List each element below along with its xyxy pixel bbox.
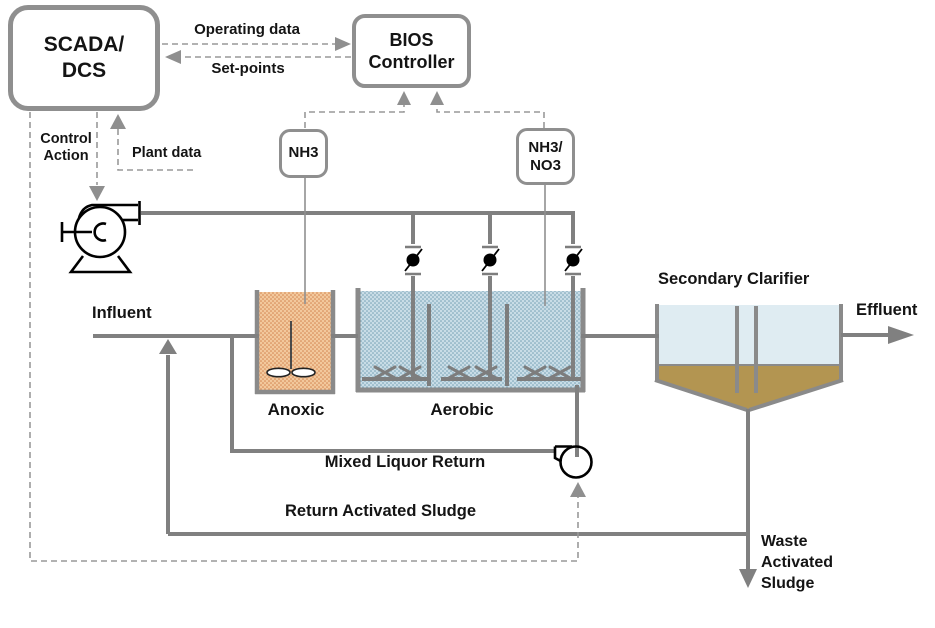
set-points-arrowhead <box>165 50 181 64</box>
mlr-pump-icon <box>553 385 593 479</box>
scada-dcs-box: SCADA/ DCS <box>8 5 160 111</box>
nh3no3-signal-arrowhead <box>430 91 444 105</box>
air-header-pipe <box>141 211 575 379</box>
blower-control-arrowhead <box>89 186 105 201</box>
mixed-liquor-return-label: Mixed Liquor Return <box>324 453 486 471</box>
influent-label: Influent <box>92 304 152 322</box>
operating-data-arrowhead <box>335 37 351 51</box>
nh3-signal-line <box>304 104 405 128</box>
operating-data-label: Operating data <box>194 21 300 38</box>
nh3no3-signal-line <box>436 104 545 128</box>
waste-activated-sludge-label: Waste Activated Sludge <box>761 533 834 592</box>
plant-data-label: Plant data <box>132 145 202 161</box>
anoxic-tank-label: Anoxic <box>267 400 325 419</box>
control-action-label: Control Action <box>40 131 92 165</box>
was-pipe <box>739 409 757 588</box>
aerobic-baffles <box>427 304 509 386</box>
aerobic-tank <box>355 288 586 393</box>
effluent-arrowhead <box>888 326 914 344</box>
plant-data-line <box>117 129 196 171</box>
control-action-line-to-mlr-pump <box>29 112 579 562</box>
secondary-clarifier-label: Secondary Clarifier <box>658 270 810 288</box>
set-points-label: Set-points <box>211 60 285 77</box>
mixer-icon <box>266 321 316 378</box>
return-activated-sludge-label: Return Activated Sludge <box>285 502 476 520</box>
air-valve-icon-3 <box>564 245 583 276</box>
air-valve-icon-2 <box>481 245 500 276</box>
was-arrowhead <box>739 569 757 588</box>
effluent-label: Effluent <box>856 301 918 319</box>
nh3-signal-arrowhead <box>397 91 411 105</box>
nh3-no3-sensor-box: NH3/ NO3 <box>516 128 575 185</box>
aerobic-tank-label: Aerobic <box>430 400 494 419</box>
ras-arrowhead <box>159 339 177 354</box>
mlr-pipe <box>230 336 555 453</box>
effluent-pipe <box>841 326 914 344</box>
diffuser-icons <box>373 365 572 380</box>
nh3-sensor-box: NH3 <box>279 129 328 178</box>
ras-pipe <box>159 339 747 536</box>
plant-data-arrowhead <box>110 114 126 129</box>
mlr-pump-control-arrowhead <box>570 482 586 497</box>
secondary-clarifier-shape <box>654 304 844 412</box>
air-valve-icon-1 <box>404 245 423 276</box>
bios-controller-box: BIOS Controller <box>352 14 471 88</box>
blower-icon <box>60 201 141 274</box>
anoxic-tank <box>254 290 336 395</box>
